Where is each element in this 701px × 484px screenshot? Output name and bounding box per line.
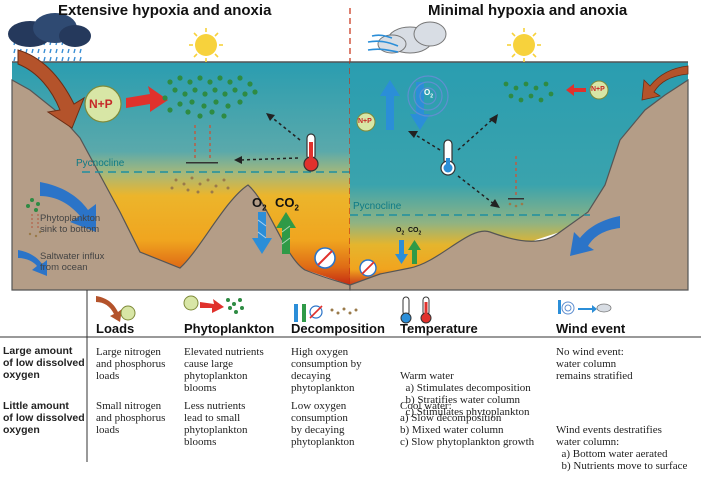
oxygen-swirl-icon xyxy=(407,75,449,117)
summary-table-lines xyxy=(0,290,701,462)
decomposition-header-icon xyxy=(294,304,358,322)
co2-up-arrow-small-icon xyxy=(408,240,421,264)
thermometer-cool-icon xyxy=(440,139,456,176)
right-panel xyxy=(349,21,689,291)
temperature-header-icon xyxy=(400,296,432,324)
header-temperature: Temperature xyxy=(400,321,478,336)
header-decomposition: Decomposition xyxy=(291,321,385,336)
title-minimal-hypoxia: Minimal hypoxia and anoxia xyxy=(428,2,628,19)
hypoxia-diagram xyxy=(0,8,701,462)
phytoplankton-bloom-large xyxy=(162,75,258,119)
label-nutrients-mixing: N+P xyxy=(358,118,372,125)
mixing-up-arrow-icon xyxy=(380,80,400,130)
runoff-arrow-icon xyxy=(17,49,86,129)
runoff-arrow-small-icon xyxy=(641,65,689,101)
label-pycnocline-right: Pycnocline xyxy=(353,201,402,212)
label-nutrients-small: N+P xyxy=(591,86,605,93)
header-loads: Loads xyxy=(96,321,135,336)
oxygen-down-arrow-icon xyxy=(252,212,272,254)
wind-event-header-icon xyxy=(558,300,612,315)
cell-large-temperature: Warm water a) Stimulates decomposition b… xyxy=(400,370,531,418)
label-swirl-o2: O2 xyxy=(424,88,434,100)
header-phytoplankton: Phytoplankton xyxy=(184,321,275,336)
right-sediment xyxy=(349,78,689,291)
nutrient-circle-mixing-icon xyxy=(356,112,376,132)
right-water xyxy=(350,62,688,285)
phytoplankton-bloom-small xyxy=(503,81,554,103)
loads-header-icon xyxy=(96,296,136,322)
nutrient-circle-small-icon xyxy=(589,80,609,100)
legend-saltwater-arrow-icon xyxy=(18,250,47,276)
no-oxygen-icon-left xyxy=(314,247,336,269)
left-panel xyxy=(8,13,351,291)
header-wind-event: Wind event xyxy=(556,321,626,336)
co2-up-arrow-icon xyxy=(276,212,296,254)
legend-phytoplankton-sink: Phytoplankton sink to bottom xyxy=(40,213,101,235)
nutrient-circle-large-icon xyxy=(84,85,122,123)
label-o2-small: O2 xyxy=(396,227,405,237)
sun-icon-right xyxy=(507,28,541,62)
wind-cloud-icon xyxy=(367,21,447,54)
thermometer-warm-icon xyxy=(303,133,319,172)
nutrient-arrow-small-icon xyxy=(566,84,586,96)
oxygen-down-arrow-small-icon xyxy=(395,240,408,264)
decaying-phytoplankton-left xyxy=(170,176,230,194)
temperature-influence-arrows-right xyxy=(413,117,495,205)
label-pycnocline-left: Pycnocline xyxy=(76,158,125,169)
label-nutrients-large: N+P xyxy=(89,97,113,111)
legend-phytoplankton-sink-icon xyxy=(26,198,42,238)
no-oxygen-icon-right xyxy=(359,259,377,277)
label-o2: O2 xyxy=(252,195,267,213)
label-co2: CO2 xyxy=(275,195,299,213)
nutrient-arrow-icon xyxy=(126,86,168,112)
decaying-phytoplankton-right xyxy=(508,202,524,208)
label-co2-small: CO2 xyxy=(408,227,422,237)
sun-icon-left xyxy=(189,28,223,62)
saltwater-influx-arrow-large xyxy=(40,182,96,232)
saltwater-influx-arrow-right xyxy=(570,216,620,256)
mixing-down-arrow-icon xyxy=(410,82,430,130)
temperature-influence-arrows-left xyxy=(239,115,301,161)
phytoplankton-header-icon xyxy=(183,295,244,314)
legend-saltwater-influx: Saltwater influx from ocean xyxy=(40,251,105,273)
title-extensive-hypoxia: Extensive hypoxia and anoxia xyxy=(58,2,272,19)
